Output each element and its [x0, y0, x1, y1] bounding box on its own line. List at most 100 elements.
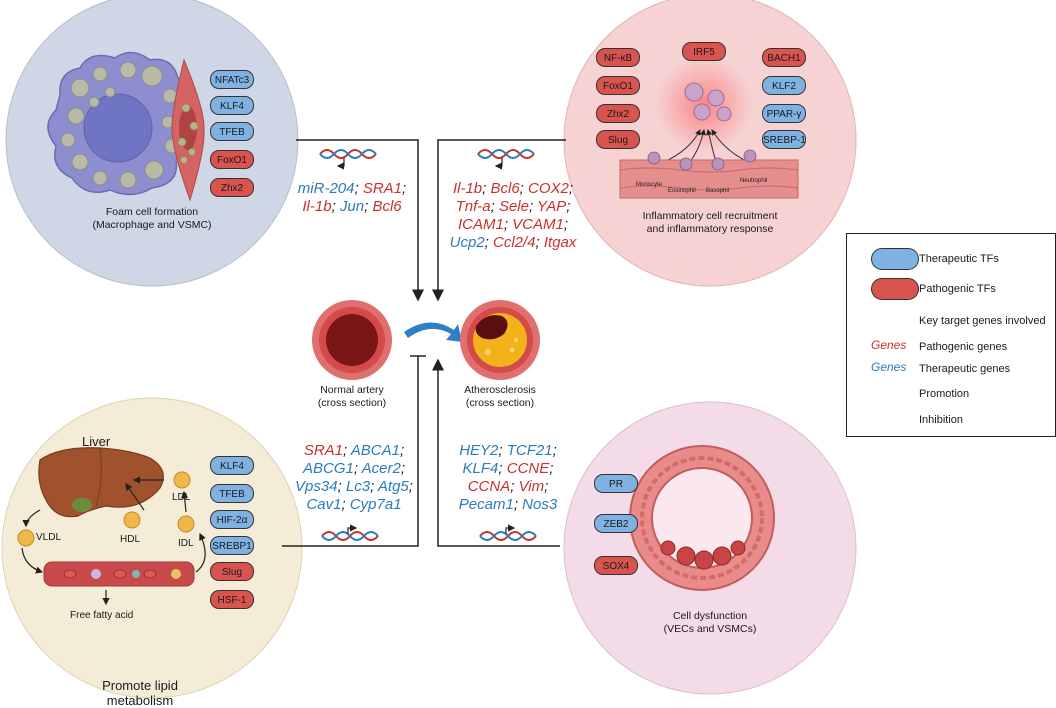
- gene-separator: ;: [402, 180, 407, 197]
- tf-badge: IRF5: [682, 42, 726, 61]
- atherosclerosis-line1: Atherosclerosis: [464, 384, 536, 396]
- lipid-caption-line1: Promote lipid: [102, 678, 178, 693]
- pathogenic-gene: VCAM1: [512, 216, 564, 233]
- therapeutic-gene: Vps34: [295, 478, 338, 495]
- pathogenic-gene: Bcl6: [372, 198, 402, 215]
- gene-separator: ;: [408, 478, 413, 495]
- gene-separator: ;: [535, 234, 544, 251]
- dna-icon: [477, 149, 535, 170]
- gene-separator: ;: [519, 180, 529, 197]
- pathogenic-gene: Sele: [498, 198, 529, 215]
- connector-dysfunction: [432, 358, 560, 547]
- normal-artery-cross-section: [312, 300, 392, 380]
- lipid-flow-arrows: [21, 476, 206, 606]
- tf-badge: ZEB2: [594, 514, 638, 533]
- inflammatory-caption-line2: and inflammatory response: [646, 223, 774, 235]
- tf-badge: NF-κB: [596, 48, 640, 67]
- tf-badge: TFEB: [210, 122, 254, 141]
- lipid-panel-circle: [1, 397, 303, 699]
- pathogenic-gene: Itgax: [543, 234, 577, 251]
- lipoprotein-particles: [17, 471, 195, 547]
- inflammatory-illustration: [619, 57, 799, 199]
- gene-separator: ;: [400, 442, 405, 459]
- therapeutic-gene: ABCA1: [350, 442, 400, 459]
- legend-therapeutic-genes: Therapeutic genes: [919, 363, 1011, 375]
- liver-label: Liver: [82, 434, 111, 449]
- gene-separator: ;: [482, 180, 491, 197]
- pathogenic-gene: Tnf-a: [455, 198, 491, 215]
- cell-label: Monocyte: [636, 182, 663, 188]
- tf-badge: KLF2: [762, 76, 806, 95]
- tf-badge: KLF4: [210, 96, 254, 115]
- gene-separator: ;: [549, 460, 554, 477]
- pathogenic-gene: SRA1: [362, 180, 403, 197]
- gene-separator: ;: [498, 442, 507, 459]
- tf-badge: FoxO1: [596, 76, 640, 95]
- gene-line: CCNA; Vim;: [444, 478, 572, 496]
- atherosclerosis-cross-section: [460, 300, 540, 380]
- therapeutic-gene: Cav1: [306, 496, 342, 513]
- tf-badge: HIF-2α: [210, 510, 254, 529]
- gene-separator: ;: [503, 216, 513, 233]
- gene-separator: ;: [498, 460, 507, 477]
- pathogenic-gene: Il-1b: [452, 180, 483, 197]
- normal-artery-line2: (cross section): [317, 397, 387, 409]
- lipid-caption-line2: metabolism: [106, 693, 174, 708]
- gene-line: Tnf-a; Sele; YAP;: [440, 198, 586, 216]
- gene-separator: ;: [566, 198, 571, 215]
- gene-separator: ;: [563, 216, 569, 233]
- tf-badge: SREBP-1: [762, 130, 806, 149]
- connector-lipid-inhibition: [282, 355, 426, 547]
- gene-line: ICAM1; VCAM1;: [440, 216, 586, 234]
- pathogenic-gene: YAP: [537, 198, 567, 215]
- tf-badge: BACH1: [762, 48, 806, 67]
- tf-badge: SOX4: [594, 556, 638, 575]
- therapeutic-gene: Cyp7a1: [349, 496, 402, 513]
- gene-separator: ;: [490, 198, 499, 215]
- tf-badge: Zhx2: [210, 178, 254, 197]
- legend-promotion: Promotion: [919, 388, 970, 400]
- dna-icon: [319, 149, 377, 170]
- dysfunction-caption-line1: Cell dysfunction: [672, 610, 748, 622]
- gene-separator: ;: [337, 478, 346, 495]
- gene-separator: ;: [341, 496, 350, 513]
- therapeutic-gene: ABCG1: [303, 460, 354, 477]
- gene-separator: ;: [484, 234, 493, 251]
- gene-separator: ;: [568, 180, 574, 197]
- therapeutic-gene: Acer2: [361, 460, 401, 477]
- lipid-target-genes: SRA1; ABCA1;ABCG1; Acer2;Vps34; Lc3; Atg…: [290, 442, 418, 514]
- foam-caption-line1: Foam cell formation: [105, 206, 199, 218]
- foam-caption-line2: (Macrophage and VSMC): [92, 219, 212, 231]
- legend-inhibition: Inhibition: [919, 414, 964, 426]
- therapeutic-gene: Atg5: [377, 478, 409, 495]
- therapeutic-gene: TCF21: [506, 442, 553, 459]
- free-fatty-acid-label: Free fatty acid: [70, 610, 134, 621]
- dysfunction-target-genes: HEY2; TCF21;KLF4; CCNE;CCNA; Vim;Pecam1;…: [444, 442, 572, 514]
- dna-icon: [479, 524, 537, 541]
- tf-badge: PR: [594, 474, 638, 493]
- inflammatory-target-genes: Il-1b; Bcl6; COX2;Tnf-a; Sele; YAP;ICAM1…: [440, 180, 586, 252]
- gene-separator: ;: [331, 198, 340, 215]
- gene-separator: ;: [544, 478, 549, 495]
- hdl-label: HDL: [120, 534, 141, 545]
- therapeutic-gene: Nos3: [522, 496, 558, 513]
- tf-badge: Zhx2: [596, 104, 640, 123]
- legend: Therapeutic TFs Pathogenic TFs Key targe…: [846, 233, 1056, 437]
- idl-label: IDL: [178, 538, 194, 549]
- legend-genes-therapeutic-sample: Genes: [871, 360, 907, 374]
- gene-separator: ;: [364, 198, 373, 215]
- normal-artery-line1: Normal artery: [320, 384, 384, 396]
- vessel-ring-illustration: [629, 445, 775, 591]
- pathogenic-gene: CCNE: [506, 460, 550, 477]
- dna-icon: [321, 524, 379, 541]
- therapeutic-gene: Lc3: [345, 478, 371, 495]
- vldl-label: VLDL: [36, 532, 62, 543]
- legend-pathogenic-swatch: [871, 278, 919, 300]
- ldl-label: LDL: [172, 492, 191, 503]
- gene-line: Ucp2; Ccl2/4; Itgax: [440, 234, 586, 252]
- inflammatory-caption-line1: Inflammatory cell recruitment: [642, 210, 778, 222]
- legend-pathogenic-tfs: Pathogenic TFs: [919, 283, 996, 295]
- tf-badge: PPAR-γ: [762, 104, 806, 123]
- connector-inflammatory: [432, 139, 566, 302]
- gene-separator: ;: [370, 478, 378, 495]
